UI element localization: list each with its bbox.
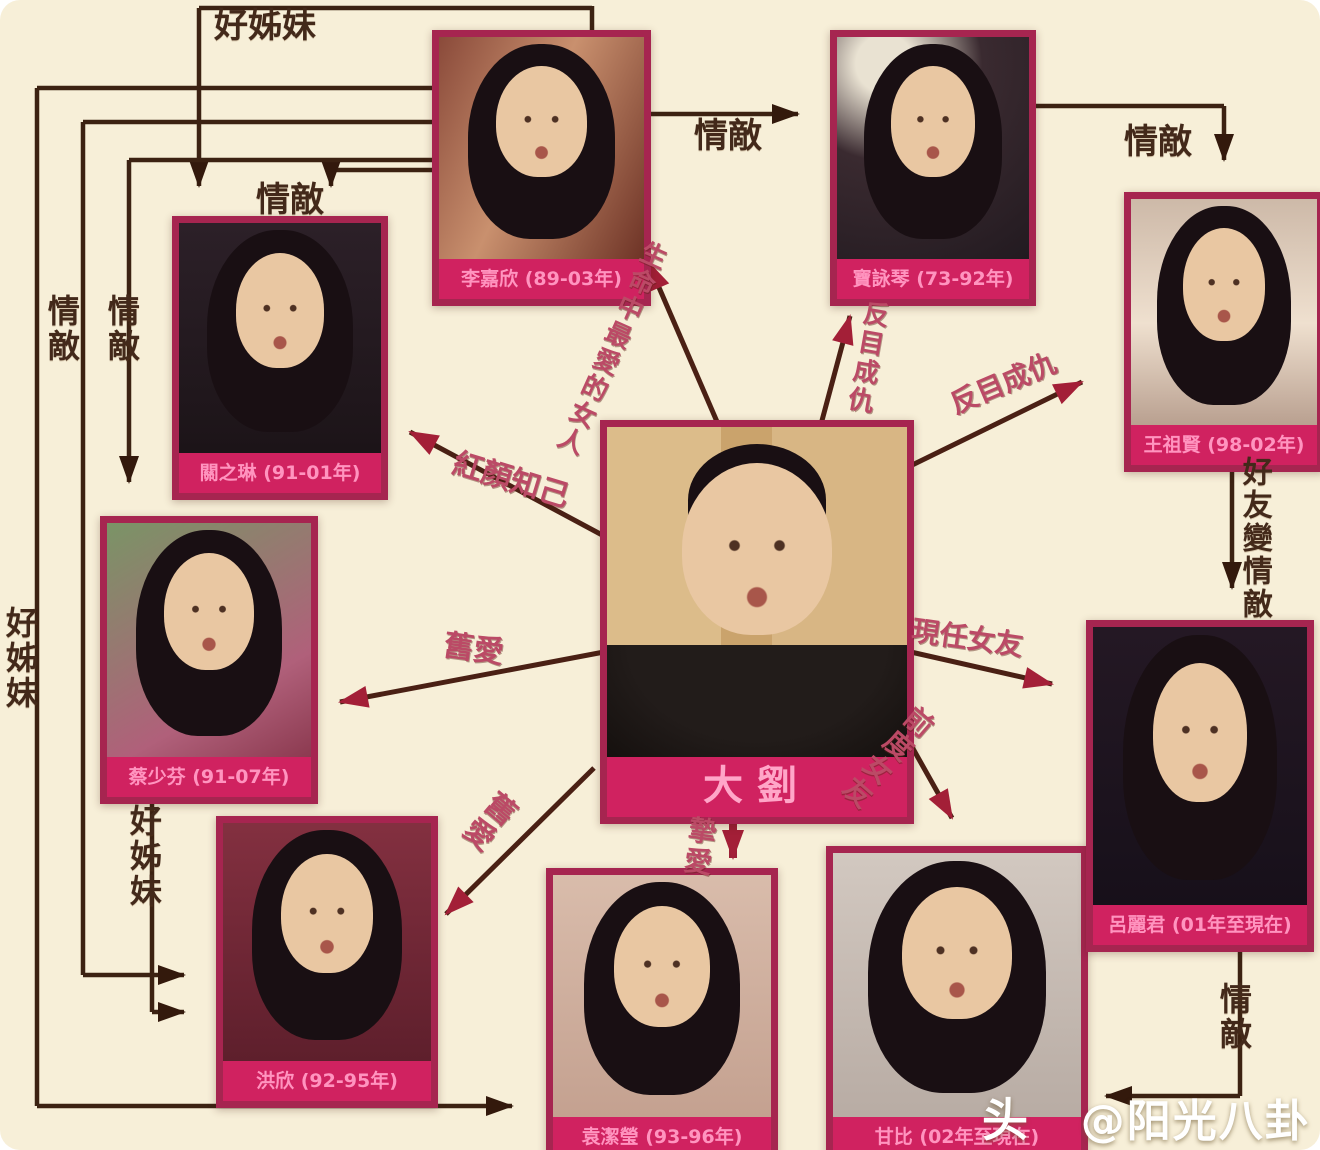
edge-oldlove-dailau-choi <box>338 649 605 708</box>
caption-kam-bi: 甘比 (02年至現在) <box>833 1117 1081 1150</box>
caption-po-wing-kam: 寶詠琴 (73-92年) <box>837 259 1029 299</box>
label-sisters-choi-hung: 好姊妹 <box>124 804 163 909</box>
photo-card-po-wing-kam: 寶詠琴 (73-92年) <box>830 30 1036 306</box>
label-sisters-top: 好姊妹 <box>214 6 316 46</box>
edge-rival-li-hung <box>80 119 432 985</box>
dai-lau-shirt <box>607 644 907 757</box>
label-old-love-choi: 舊愛 <box>441 628 506 672</box>
photo-card-kwan-chi-lam: 關之琳 (91-01年) <box>172 216 388 500</box>
caption-kwan-chi-lam: 關之琳 (91-01年) <box>179 453 381 493</box>
edge-fallout-dailau-po <box>817 314 854 429</box>
caption-yuen-kit-ying: 袁潔瑩 (93-96年) <box>553 1117 771 1150</box>
caption-lui-lai-kwan: 呂麗君 (01年至現在) <box>1093 905 1307 945</box>
photo-card-li-ka-yan: 李嘉欣 (89-03年) <box>432 30 651 306</box>
photo-card-kam-bi: 甘比 (02年至現在) <box>826 846 1088 1150</box>
edge-sisters-li-guan <box>189 5 595 188</box>
photo-card-wong-cho-yin: 王祖賢 (98-02年) <box>1124 192 1320 472</box>
edge-rival-po-wong <box>1024 103 1234 162</box>
label-rival-po-wong: 情敵 <box>1124 122 1192 162</box>
label-rival-lui-kam: 情敵 <box>1214 982 1253 1052</box>
photo-card-hung-yan: 洪欣 (92-95年) <box>216 816 438 1108</box>
edge-oldlove-dailau-hung <box>444 766 596 916</box>
label-friend-to-rival: 好友變情敵 <box>1236 456 1272 621</box>
portrait-wong-cho-yin <box>1131 199 1317 425</box>
label-sisters-left-far: 好姊妹 <box>0 606 39 711</box>
edge-rival-li-choi <box>119 157 432 484</box>
label-rival-guan: 情敵 <box>256 180 324 220</box>
portrait-yuen-kit-ying <box>553 875 771 1117</box>
edge-confidante-dailau-guan <box>408 429 606 539</box>
photo-card-dai-lau: 大劉 <box>600 420 914 824</box>
portrait-li-ka-yan <box>439 37 644 259</box>
edge-rival-lui-kam <box>1104 938 1243 1106</box>
edge-rival-li-guan <box>321 160 432 188</box>
watermark: 头条 @阳光八卦君 <box>982 1084 1320 1150</box>
portrait-dai-lau <box>607 427 907 757</box>
portrait-kam-bi <box>833 853 1081 1117</box>
portrait-choi-siu-fan <box>107 523 311 757</box>
watermark-brand: 头条 <box>982 1093 1032 1147</box>
portrait-po-wing-kam <box>837 37 1029 259</box>
label-rival-li-po: 情敵 <box>694 116 762 156</box>
label-true-love: 摯愛 <box>678 813 720 880</box>
label-rival-left-2: 情敵 <box>102 294 141 364</box>
caption-hung-yan: 洪欣 (92-95年) <box>223 1061 431 1101</box>
caption-li-ka-yan: 李嘉欣 (89-03年) <box>439 259 644 299</box>
edge-fallout-dailau-wong <box>900 379 1084 473</box>
photo-card-yuen-kit-ying: 袁潔瑩 (93-96年) <box>546 868 778 1150</box>
portrait-lui-lai-kwan <box>1093 627 1307 905</box>
portrait-hung-yan <box>223 823 431 1061</box>
edge-most-loved-dailau-li <box>645 260 721 425</box>
portrait-kwan-chi-lam <box>179 223 381 453</box>
caption-wong-cho-yin: 王祖賢 (98-02年) <box>1131 425 1317 465</box>
photo-card-choi-siu-fan: 蔡少芬 (91-07年) <box>100 516 318 804</box>
edge-currentgf-dailau-lui <box>901 647 1054 689</box>
label-rival-left-1: 情敵 <box>42 294 81 364</box>
photo-card-lui-lai-kwan: 呂麗君 (01年至現在) <box>1086 620 1314 952</box>
caption-choi-siu-fan: 蔡少芬 (91-07年) <box>107 757 311 797</box>
watermark-handle: @阳光八卦君 <box>1080 1096 1311 1147</box>
edge-sisters-choi-hung <box>149 790 186 1022</box>
caption-dai-lau: 大劉 <box>607 757 907 817</box>
